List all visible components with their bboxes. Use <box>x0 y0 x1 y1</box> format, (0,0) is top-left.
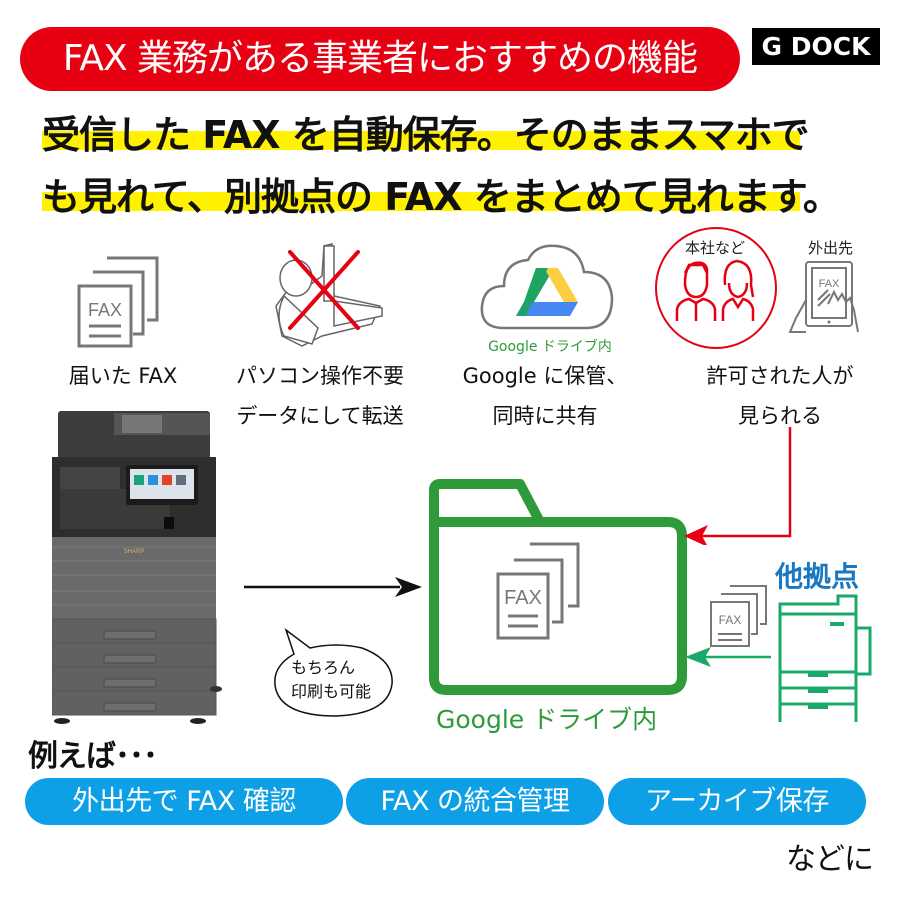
headline-highlight-2 <box>42 192 800 211</box>
examples-intro: 例えば･･･ <box>28 739 158 774</box>
google-drive-cloud-icon <box>480 244 614 330</box>
example-pill-archive: アーカイブ保存 <box>608 778 866 825</box>
svg-text:FAX: FAX <box>819 278 840 290</box>
multifunction-printer-image: SHARP <box>52 411 222 724</box>
header-title: FAX 業務がある事業者におすすめの機能 <box>62 38 698 79</box>
branch-arrow-green <box>685 647 771 667</box>
headline-line-1: 受信した FAX を自動保存。そのままスマホで <box>42 113 810 157</box>
head-office-label: 本社など <box>685 239 746 257</box>
svg-text:FAX: FAX <box>719 613 742 627</box>
access-arrow-red <box>684 427 792 545</box>
feature-caption-permitted-line1: 許可された人が <box>706 364 854 388</box>
example-pill-outside-check: 外出先で FAX 確認 <box>25 778 343 825</box>
people-circle-icon <box>655 227 777 349</box>
branch-fax-documents-icon: FAX <box>710 585 767 647</box>
logo-text: G DOCK <box>761 32 871 61</box>
flow-arrow-right <box>244 577 422 597</box>
feature-caption-received-fax: 届いた FAX <box>68 364 178 388</box>
example-pill-label: FAX の統合管理 <box>380 786 570 817</box>
feature-caption-no-pc-line1: パソコン操作不要 <box>236 364 404 388</box>
header-title-banner: FAX 業務がある事業者におすすめの機能 <box>20 27 740 91</box>
folder-label: Google ドライブ内 <box>436 705 658 734</box>
pc-crossed-out-icon <box>275 243 383 347</box>
feature-caption-google-line1: Google に保管、 <box>462 364 628 388</box>
svg-text:SHARP: SHARP <box>124 549 145 555</box>
headline-line-2: も見れて、別拠点の FAX をまとめて見れます。 <box>42 175 841 219</box>
feature-caption-google-line2: 同時に共有 <box>492 404 598 428</box>
feature-caption-no-pc-line2: データにして転送 <box>236 404 404 428</box>
google-drive-folder-icon: FAX <box>429 479 687 695</box>
feature-caption-permitted-line2: 見られる <box>738 404 822 428</box>
google-drive-icon-label: Google ドライブ内 <box>488 339 612 355</box>
speech-bubble <box>274 628 393 717</box>
example-pill-label: 外出先で FAX 確認 <box>72 786 296 817</box>
svg-text:FAX: FAX <box>88 300 122 320</box>
outside-label: 外出先 <box>808 239 854 257</box>
speech-bubble-line1: もちろん <box>291 658 356 677</box>
speech-bubble-line2: 印刷も可能 <box>291 682 372 701</box>
examples-outro: などに <box>786 842 874 877</box>
gdock-logo: G DOCK <box>752 28 880 65</box>
branch-printer-icon <box>778 594 872 722</box>
svg-text:FAX: FAX <box>504 587 542 609</box>
fax-documents-icon: FAX <box>77 256 159 348</box>
tablet-fax-icon: FAX <box>788 261 859 333</box>
branch-label: 他拠点 <box>775 560 860 593</box>
example-pill-integrated-management: FAX の統合管理 <box>346 778 604 825</box>
example-pill-label: アーカイブ保存 <box>645 786 829 817</box>
headline-highlight-1 <box>42 131 800 150</box>
